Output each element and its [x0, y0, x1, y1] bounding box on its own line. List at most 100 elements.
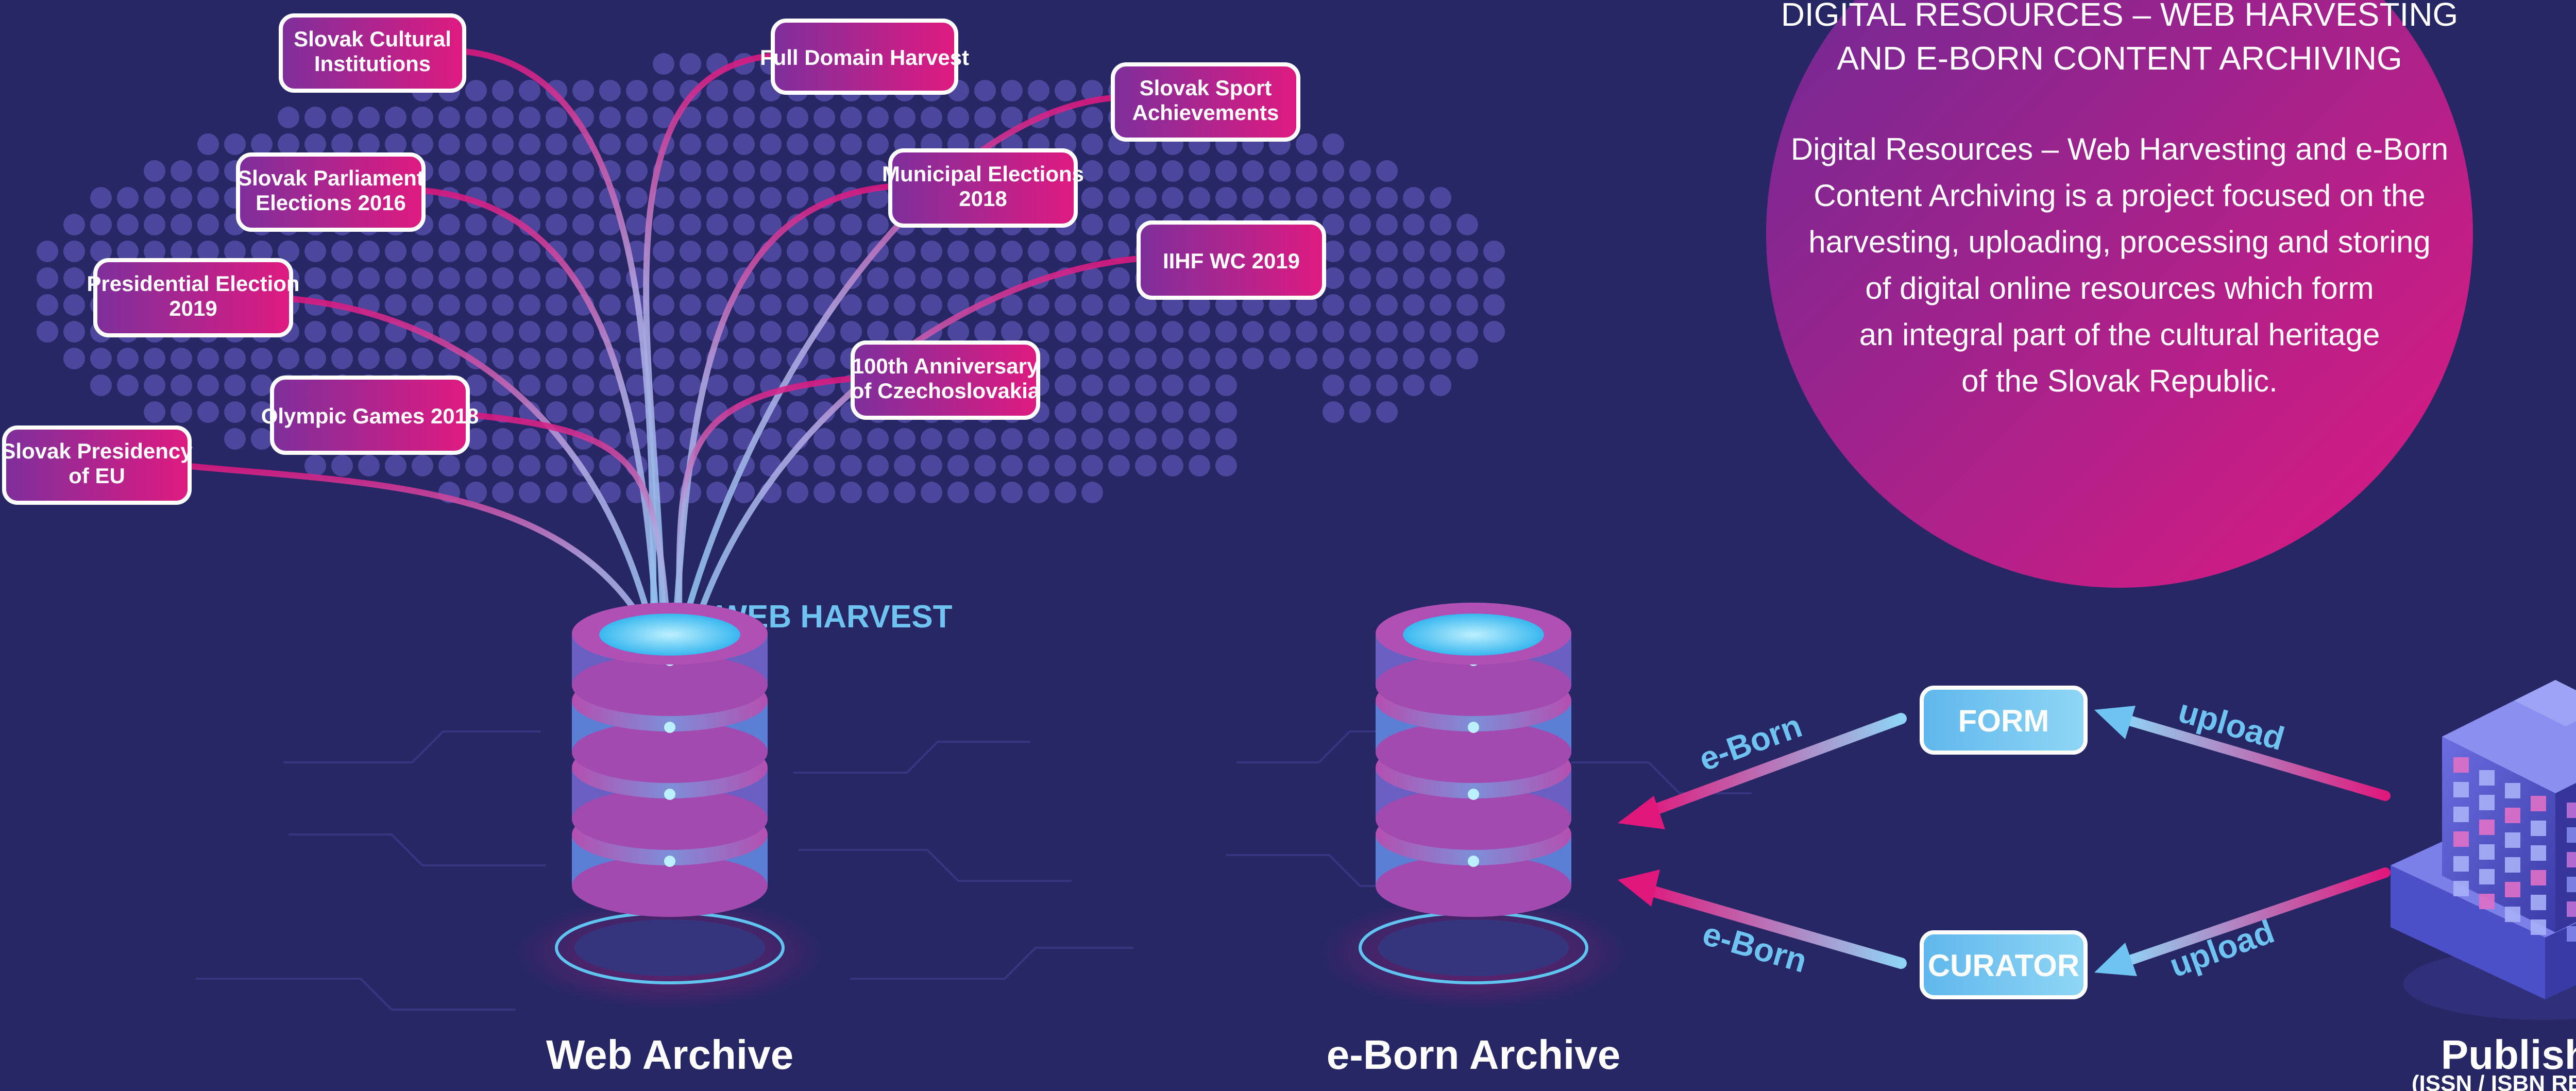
map-dot	[1081, 133, 1103, 155]
map-dot	[1483, 241, 1505, 262]
map-dot	[680, 80, 701, 101]
map-dot	[814, 241, 835, 262]
map-dot	[867, 267, 889, 289]
map-dot	[1349, 401, 1371, 423]
map-dot	[867, 160, 889, 182]
map-dot	[599, 294, 621, 316]
curator-label: CURATOR	[1928, 948, 2079, 983]
map-dot	[1430, 267, 1451, 289]
map-dot	[1456, 294, 1478, 316]
map-dot	[733, 214, 755, 235]
map-dot	[519, 294, 540, 316]
map-dot	[626, 133, 648, 155]
map-dot	[546, 187, 567, 209]
map-dot	[546, 294, 567, 316]
map-dot	[1323, 321, 1344, 343]
map-dot	[519, 107, 540, 128]
map-dot	[787, 107, 808, 128]
description-circle	[1766, 0, 2473, 588]
harvest-source-label: Olympic Games 2018	[261, 404, 479, 428]
map-dot	[144, 241, 165, 262]
map-dot	[599, 455, 621, 476]
map-dot	[894, 482, 916, 503]
map-dot	[1323, 267, 1344, 289]
map-dot	[867, 428, 889, 450]
map-dot	[894, 321, 916, 343]
map-dot	[733, 160, 755, 182]
publisher-note: (ISSN / ISBN REQUIRED)	[2412, 1071, 2576, 1091]
map-dot	[760, 294, 782, 316]
building-icon	[2391, 680, 2576, 1020]
map-dot	[599, 80, 621, 101]
map-dot	[814, 267, 835, 289]
header-desc-line4: of digital online resources which form	[1865, 271, 2374, 305]
map-dot	[546, 107, 567, 128]
map-dot	[546, 482, 567, 503]
map-dot	[492, 428, 514, 450]
map-dot	[921, 428, 942, 450]
publisher-label: Publisher	[2441, 1032, 2576, 1078]
arrow-left-icon	[1618, 796, 1665, 829]
map-dot	[572, 187, 594, 209]
map-dot	[733, 187, 755, 209]
map-dot	[465, 455, 487, 476]
map-dot	[492, 133, 514, 155]
map-dot	[1215, 374, 1237, 396]
map-dot	[1001, 80, 1023, 101]
map-dot	[787, 294, 808, 316]
map-dot	[331, 455, 353, 476]
map-dot	[814, 214, 835, 235]
map-dot	[680, 187, 701, 209]
map-dot	[1028, 294, 1049, 316]
map-dot	[787, 133, 808, 155]
map-dot	[867, 294, 889, 316]
map-dot	[519, 374, 540, 396]
map-dot	[438, 455, 460, 476]
map-dot	[733, 348, 755, 369]
map-dot	[519, 455, 540, 476]
map-dot	[572, 348, 594, 369]
map-dot	[599, 241, 621, 262]
map-dot	[1269, 160, 1291, 182]
map-dot	[1403, 294, 1425, 316]
map-dot	[706, 133, 728, 155]
header-desc-line2: Content Archiving is a project focused o…	[1814, 178, 2425, 213]
map-dot	[1376, 187, 1398, 209]
map-dot	[1376, 374, 1398, 396]
map-dot	[1349, 160, 1371, 182]
map-dot	[840, 160, 862, 182]
map-dot	[1242, 348, 1264, 369]
map-dot	[465, 482, 487, 503]
map-dot	[653, 267, 674, 289]
map-dot	[1135, 321, 1157, 343]
map-dot	[278, 107, 299, 128]
map-dot	[814, 133, 835, 155]
map-dot	[733, 241, 755, 262]
map-dot	[412, 455, 433, 476]
map-dot	[572, 160, 594, 182]
map-dot	[1430, 214, 1451, 235]
map-dot	[814, 401, 835, 423]
harvest-source-6: IIHF WC 2019	[1137, 220, 1326, 300]
map-dot	[171, 160, 192, 182]
map-dot	[1483, 321, 1505, 343]
map-dot	[653, 107, 674, 128]
map-dot	[921, 294, 942, 316]
map-dot	[304, 267, 326, 289]
map-dot	[599, 482, 621, 503]
header-desc-line1: Digital Resources – Web Harvesting and e…	[1791, 132, 2448, 166]
map-dot	[814, 107, 835, 128]
map-dot	[1323, 214, 1344, 235]
map-dot	[921, 482, 942, 503]
map-dot	[63, 294, 85, 316]
map-dot	[1189, 428, 1210, 450]
map-dot	[867, 321, 889, 343]
map-dot	[465, 80, 487, 101]
map-dot	[171, 374, 192, 396]
header-desc-line6: of the Slovak Republic.	[1961, 364, 2278, 398]
map-dot	[519, 267, 540, 289]
map-dot	[385, 348, 406, 369]
map-dot	[1055, 80, 1076, 101]
